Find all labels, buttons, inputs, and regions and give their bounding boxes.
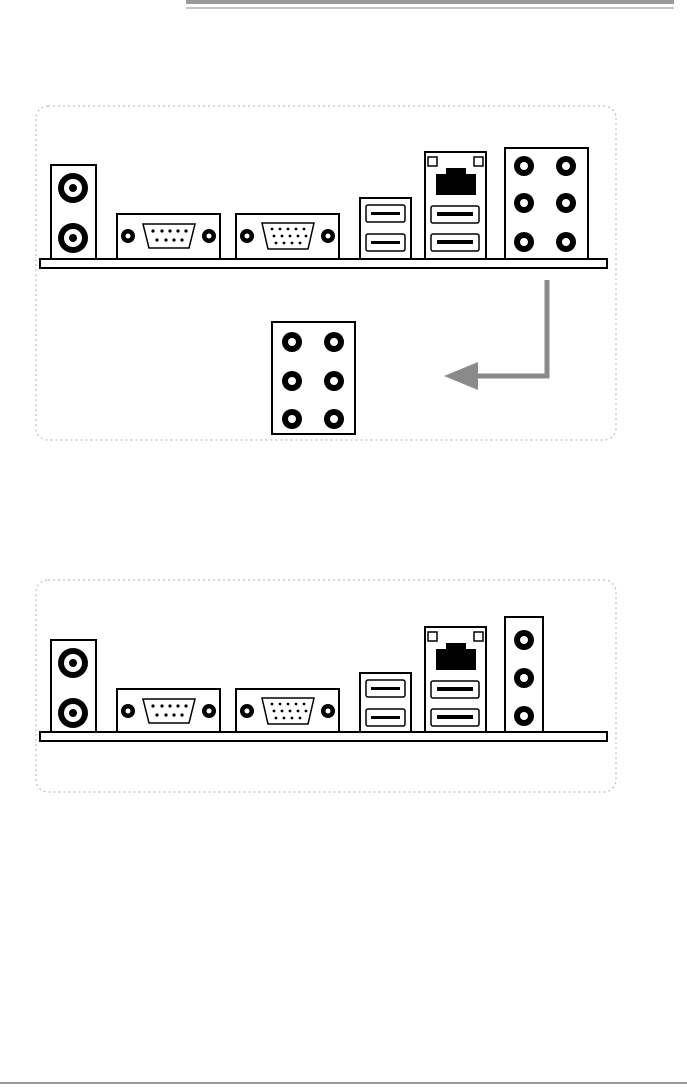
audio-jack-callout [272,322,355,434]
audio-jack-block-six [505,148,588,260]
io-panel-three-jack [0,575,687,800]
lan-usb-stack [425,152,486,260]
serial-com-port [117,214,220,260]
audio-jack [514,668,534,688]
audio-jack [514,630,534,650]
audio-jack [514,232,534,252]
vga-port [236,689,339,735]
ps2-connector-stack [51,640,96,738]
audio-jack [556,232,576,252]
arrow-head-icon [444,362,478,390]
io-shield-base-plate [40,732,607,741]
audio-jack [514,156,534,176]
audio-jack [324,332,344,352]
header-rule-light [186,7,674,9]
io-shield-base-plate [40,259,607,268]
lan-usb-stack [425,627,486,735]
audio-jack [556,193,576,213]
callout-arrow [470,280,547,376]
audio-jack-block-three [505,617,543,735]
footer-rule [0,1082,687,1084]
usb-port-pair [360,673,411,735]
audio-jack [514,706,534,726]
audio-jack [324,371,344,391]
audio-jack [514,193,534,213]
audio-jack [282,371,302,391]
serial-com-port [117,689,220,735]
audio-jack [324,409,344,429]
audio-jack [282,332,302,352]
io-panel-six-jack [0,100,687,445]
header-rule-dark [186,0,674,4]
audio-jack [556,156,576,176]
usb-port-pair [360,198,411,260]
vga-port [236,214,339,260]
audio-jack [282,409,302,429]
ps2-connector-stack [51,165,96,263]
